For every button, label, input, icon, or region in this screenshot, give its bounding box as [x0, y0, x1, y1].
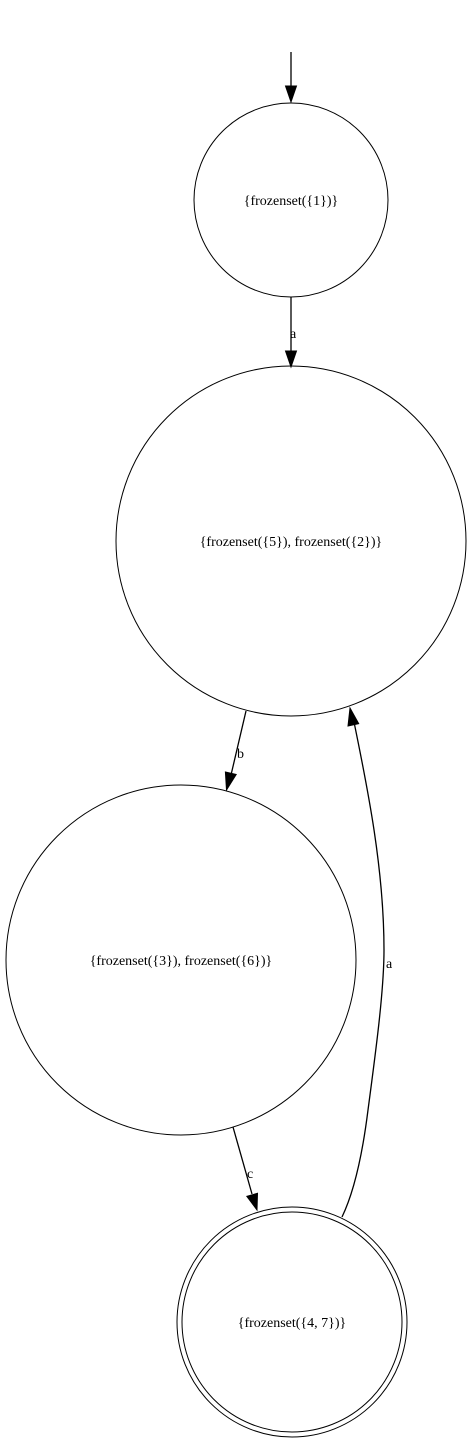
state-label-s2: {frozenset({5}), frozenset({2})}: [200, 535, 383, 550]
state-label-s3: {frozenset({3}), frozenset({6})}: [90, 954, 273, 969]
accepting-inner-ring: [181, 1211, 403, 1433]
edge-s3-s4: c: [232, 1126, 259, 1212]
accepting-outer-ring: [176, 1206, 408, 1438]
edge-label-s3-s4: c: [247, 1167, 253, 1182]
initial-arrow: [284, 52, 298, 104]
state-label-s1: {frozenset({1})}: [244, 194, 339, 209]
state-node-s1: {frozenset({1})}: [193, 102, 389, 298]
edge-label-s4-s2: a: [386, 957, 393, 972]
edge-s2-s3: b: [224, 710, 247, 792]
state-node-s3: {frozenset({3}), frozenset({6})}: [5, 784, 357, 1136]
state-node-s2: {frozenset({5}), frozenset({2})}: [115, 365, 467, 717]
state-label-s4: {frozenset({4, 7})}: [238, 1316, 347, 1331]
edge-label-s1-s2: a: [290, 327, 297, 342]
state-node-s4: {frozenset({4, 7})}: [176, 1206, 408, 1438]
edge-s4-s2: a: [341, 706, 393, 1218]
edge-label-s2-s3: b: [237, 747, 244, 762]
edge-s1-s2: a: [284, 297, 298, 369]
